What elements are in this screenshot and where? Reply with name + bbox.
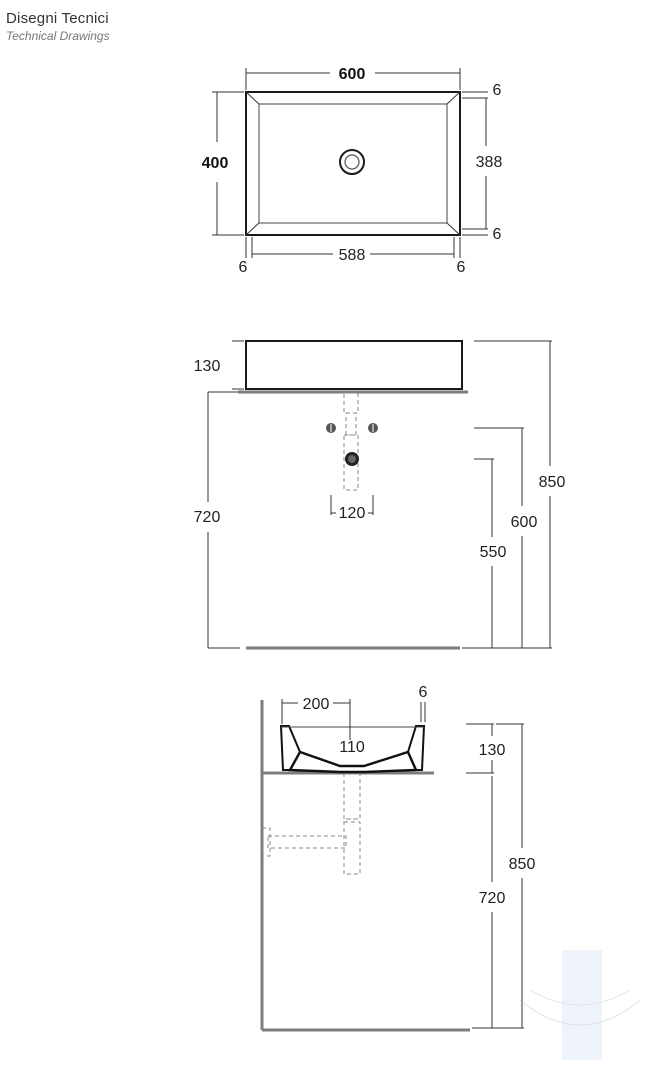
dim-total-height: 850 (539, 474, 566, 491)
page-title: Disegni Tecnici (6, 10, 109, 27)
header: Disegni Tecnici Technical Drawings (6, 10, 110, 43)
top-view: 600 400 6 388 6 588 6 6 (202, 66, 503, 276)
dim-tap-height: 600 (511, 514, 538, 531)
dim-inner-depth: 388 (476, 154, 503, 171)
dim-side-counter-height: 720 (479, 890, 506, 907)
tap-valve-left-icon (326, 423, 336, 433)
dim-side-rim: 6 (419, 684, 428, 701)
basin-inner-outline (258, 103, 448, 224)
basin-section (279, 725, 426, 774)
dim-side-basin-height: 130 (479, 742, 506, 759)
basin-front (245, 340, 463, 390)
dim-counter-height: 720 (194, 509, 221, 526)
drain-icon (339, 149, 365, 175)
dim-rim-top: 6 (493, 82, 502, 99)
dim-inner-width: 588 (339, 247, 366, 264)
dim-waste-height: 550 (480, 544, 507, 561)
waste-trap-dashed (343, 392, 359, 491)
dim-rim-right: 6 (457, 259, 466, 276)
front-view: 120 130 720 850 600 550 (194, 340, 566, 650)
watermark-logo (519, 950, 641, 1060)
dim-side-inner-width: 200 (303, 696, 330, 713)
side-view: 200 6 110 130 720 850 (260, 684, 536, 1032)
dim-rim-bottom: 6 (493, 226, 502, 243)
page-subtitle: Technical Drawings (6, 29, 110, 43)
dim-width: 600 (339, 66, 366, 83)
dim-basin-height: 130 (194, 358, 221, 375)
dim-side-total-height: 850 (509, 856, 536, 873)
basin-outer-outline (245, 91, 461, 236)
dim-depth: 400 (202, 155, 229, 172)
dim-rim-left: 6 (239, 259, 248, 276)
waste-outlet-icon (345, 452, 359, 466)
side-waste-trap-dashed (261, 773, 361, 875)
dim-tap-spacing: 120 (339, 505, 366, 522)
tap-valve-right-icon (368, 423, 378, 433)
dim-side-depth: 110 (339, 739, 365, 756)
